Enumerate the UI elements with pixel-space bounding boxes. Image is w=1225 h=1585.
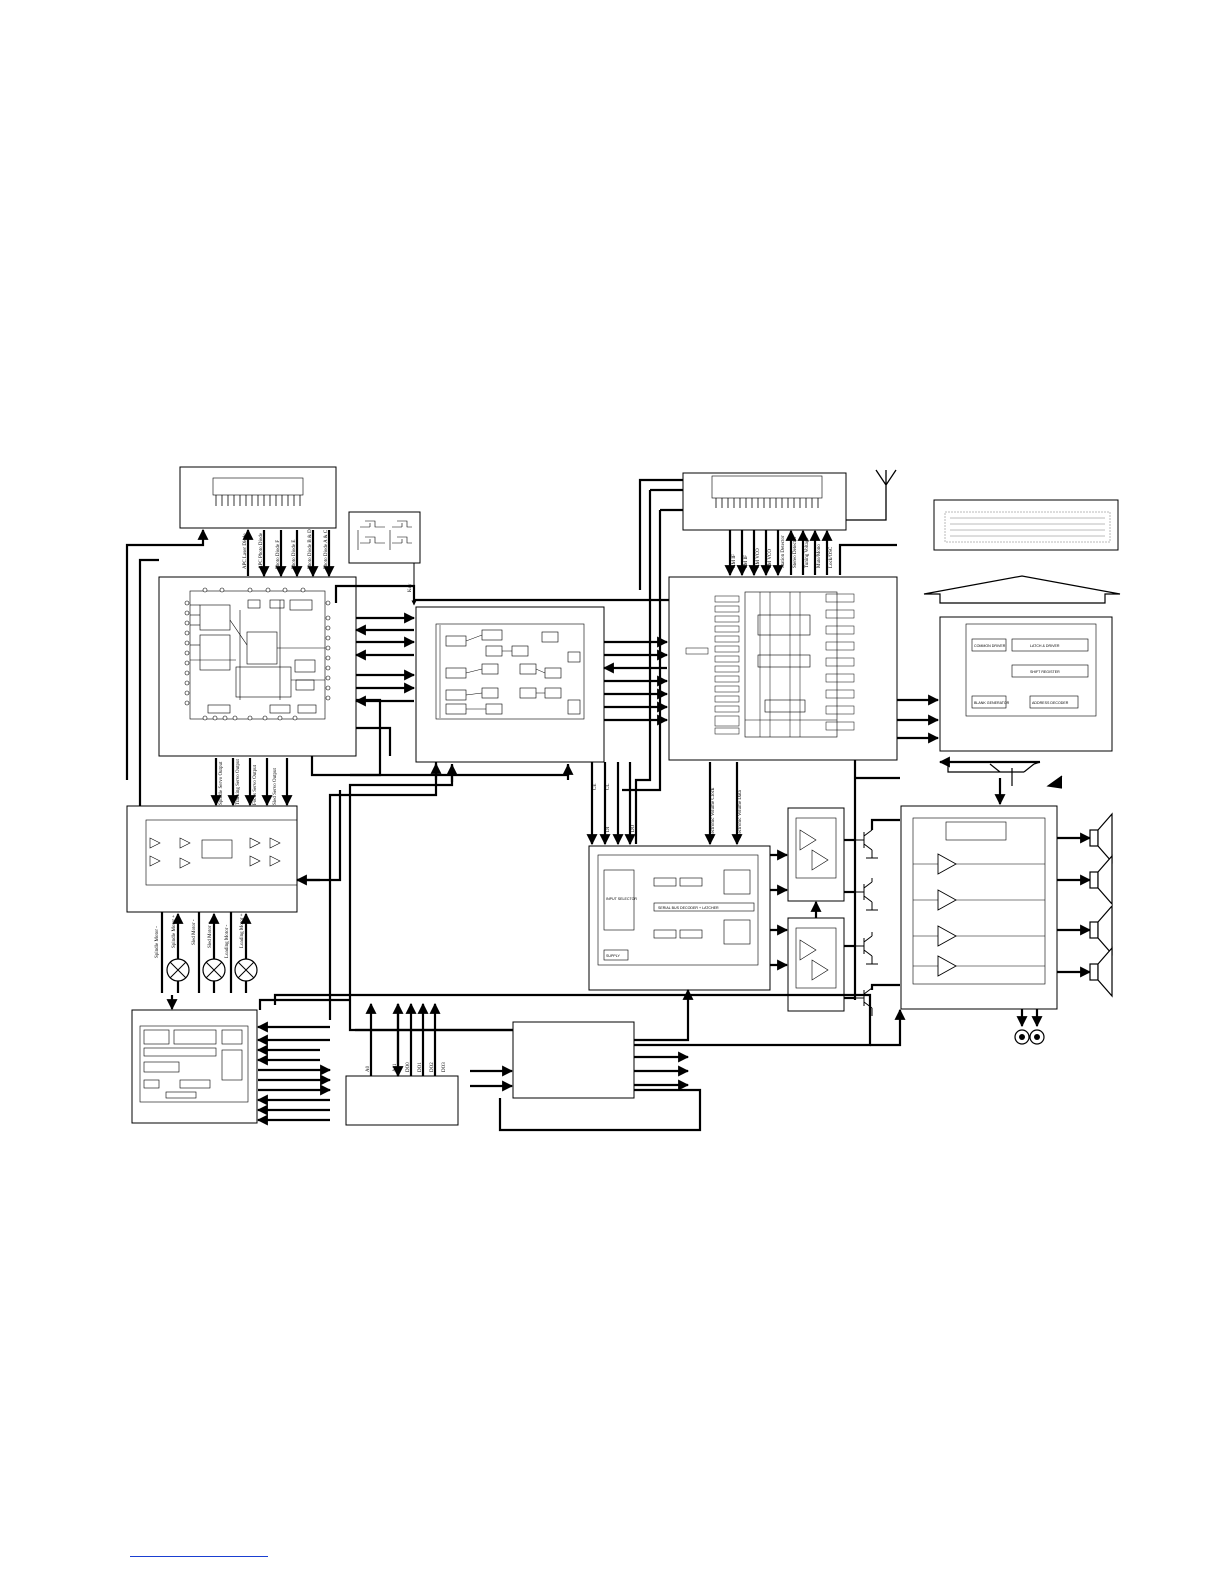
speaker-icon	[1089, 946, 1113, 998]
label-tuning-voltage: Tuning Voltage	[805, 537, 810, 568]
antenna-icon	[846, 469, 897, 521]
main-microprocessor	[668, 576, 898, 761]
speaker-icon	[1089, 812, 1113, 864]
vfd-display	[933, 499, 1119, 551]
power-amplifier-ic	[900, 805, 1058, 1010]
vfd-driver-ic: LATCH & DRIVER SHIFT REGISTER BLANK GENE…	[939, 616, 1113, 752]
label-di: DI	[606, 826, 611, 832]
tuner-signal-labels: AM IF FM IF AM VCO FM VCO Station Detect…	[732, 535, 834, 568]
interconnect-wires	[125, 478, 1006, 1047]
control-lines-to-audio: CE CL DI DO Electronic Volume Clock Elec…	[586, 762, 743, 846]
servo-dsp-ic	[415, 606, 605, 763]
servo-output-wires	[210, 758, 293, 807]
footer-link-underline[interactable]	[130, 1556, 268, 1557]
dsp-to-mcu-bus	[334, 584, 669, 726]
label-address-decoder: ADDRESS DECODER	[1032, 701, 1069, 705]
label-sled-motor-minus: Sled Motor -	[192, 919, 197, 945]
label-spindle-servo-output: Spindle Servo Output	[219, 761, 224, 805]
label-volume-data: Electronic Volume Data	[738, 789, 743, 838]
speaker-icon	[1089, 904, 1113, 956]
tuner-signal-wires	[724, 529, 833, 577]
label-apc-laser-diode: APC Laser Diode	[243, 533, 248, 569]
label-focus-servo-output: Focus Servo Output	[253, 764, 258, 805]
label-sled-motor-plus: Sled Motor +	[208, 921, 213, 948]
opamp-stage-lower	[787, 917, 845, 1012]
servo-output-labels: Spindle Servo Output Tracking Servo Outp…	[219, 758, 278, 805]
label-fm-if: FM IF	[744, 555, 749, 568]
label-volume-clock: Electronic Volume Clock	[711, 787, 716, 838]
mute-transistors	[856, 826, 878, 1016]
amp-to-speaker-wires	[894, 832, 1092, 1020]
label-bus-a0: A0	[366, 1065, 371, 1072]
label-key: Key	[408, 583, 413, 592]
label-loading-motor-minus: Loading Motor -	[225, 924, 230, 958]
label-bus-a11: A11	[393, 1063, 398, 1072]
power-regulator-block	[470, 988, 702, 1132]
servo-driver-ic	[126, 805, 298, 913]
pickup-signal-labels: APC Laser Diode APC Photo Diode Photo Di…	[243, 529, 329, 569]
label-blank-generator: BLANK GENERATOR	[974, 701, 1010, 705]
loading-motor-icon	[234, 958, 258, 982]
label-shift-register: SHIFT REGISTER	[1030, 670, 1060, 674]
mcu-to-driver-wires	[838, 543, 1040, 768]
headphone-jacks	[1014, 1009, 1045, 1045]
label-latch-driver: LATCH & DRIVER	[1030, 644, 1060, 648]
opamp-stage-upper	[787, 807, 845, 902]
label-spindle-motor-plus: Spindle Motor +	[172, 915, 177, 948]
label-loading-motor-plus: Loading Motor +	[240, 913, 245, 948]
speaker-icon	[1089, 854, 1113, 906]
key-matrix: Key	[348, 511, 421, 606]
label-spindle-motor-minus: Spindle Motor -	[155, 926, 160, 958]
label-bus-do3: DO3	[442, 1062, 447, 1072]
system-microcontroller	[131, 1009, 258, 1124]
label-am-vco: AM VCO	[756, 548, 761, 568]
mcu-side-arrows	[166, 995, 332, 1126]
display-drive-arrow	[923, 575, 1121, 604]
rf-to-dsp-bus	[354, 612, 416, 707]
pickup-signal-wires	[242, 528, 335, 578]
remote-receiver-transistor	[947, 761, 1063, 789]
label-apc-photo-diode: APC Photo Diode	[259, 532, 264, 569]
label-common-driver: COMMON DRIVER	[974, 644, 1006, 648]
label-bus-do2: DO2	[430, 1062, 435, 1072]
label-ce: CE	[593, 784, 598, 790]
label-serial-bus-decoder: SERIAL BUS DECODER + LATCHER	[658, 906, 719, 910]
tuner-module	[682, 469, 897, 531]
spindle-motor-icon	[166, 958, 190, 982]
label-bus-do0: DO0	[406, 1062, 411, 1072]
motors: Spindle Motor - Spindle Motor + Sled Mot…	[155, 912, 258, 993]
optical-pickup-connector	[179, 466, 337, 529]
memory-block: A0 A11 DO0 DO1 DO2 DO3	[345, 1002, 459, 1126]
label-fm-vco: FM VCO	[768, 549, 773, 568]
label-photo-diode-ac: Photo Diode A & C	[324, 529, 329, 569]
label-mute-mono: Mute/Mono	[817, 544, 822, 568]
label-do: DO	[631, 824, 636, 832]
sled-motor-icon	[202, 958, 226, 982]
label-cl: CL	[606, 784, 611, 790]
label-photo-diode-e: Photo Diode E	[292, 540, 297, 569]
label-photo-diode-bd: Photo Diode B & D	[308, 529, 313, 569]
label-tracking-servo-output: Tracking Servo Output	[236, 758, 241, 805]
speakers	[1089, 812, 1113, 998]
audio-processor-ic: INPUT SELECTOR SERIAL BUS DECODER + LATC…	[588, 845, 771, 991]
label-supply: SUPPLY	[606, 954, 621, 958]
label-lock-osc: Lock/OSC	[829, 546, 834, 568]
label-am-if: AM IF	[732, 554, 737, 568]
label-stereo-detector: Stereo Detector	[793, 536, 798, 568]
label-input-selector: INPUT SELECTOR	[606, 897, 637, 901]
label-bus-do1: DO1	[418, 1062, 423, 1072]
audio-to-opamp-wires	[770, 849, 822, 971]
label-photo-diode-f: Photo Diode F	[276, 540, 281, 569]
rf-amplifier-ic	[158, 576, 357, 757]
label-sled-servo-output: Sled Servo Output	[273, 767, 278, 805]
label-station-detector: Station Detector	[781, 535, 786, 568]
